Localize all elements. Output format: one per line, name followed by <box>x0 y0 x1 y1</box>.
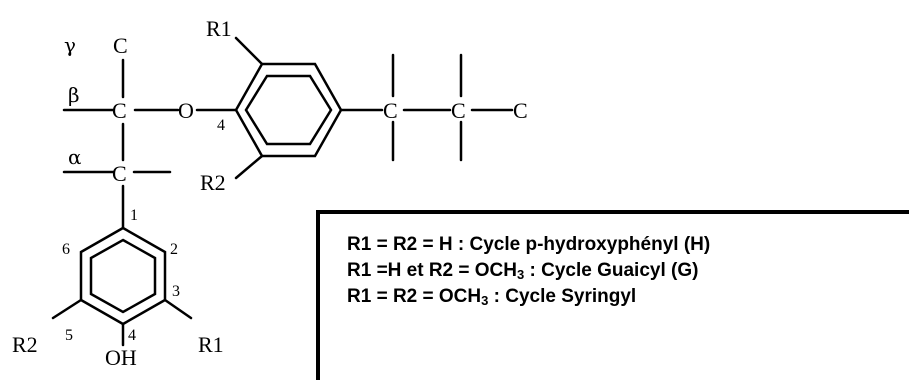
bottom-ring-inner <box>89 238 157 314</box>
pos-4-bottom-label: 4 <box>128 327 136 344</box>
r2-bottom-label: R2 <box>12 332 38 357</box>
pos-2-label: 2 <box>170 241 178 258</box>
legend-line-s-text-a: R1 = R2 = OCH <box>347 286 482 307</box>
legend-line-h: R1 = R2 = H : Cycle p-hydroxyphényl (H) <box>347 234 711 255</box>
legend-line-s: R1 = R2 = OCH3 : Cycle Syringyl <box>347 286 636 308</box>
legend-line-g-text-b: : Cycle Guaicyl (G) <box>524 260 699 281</box>
legend-line-g: R1 =H et R2 = OCH3 : Cycle Guaicyl (G) <box>347 260 698 282</box>
bond-r2-bottom <box>51 298 83 320</box>
r1-bottom-label: R1 <box>198 332 224 357</box>
legend-line-g-text-a: R1 =H et R2 = OCH <box>347 260 517 281</box>
legend-line-s-subscript: 3 <box>481 293 489 308</box>
alpha-label: α <box>68 145 82 169</box>
chain-c3-label: C <box>513 98 528 123</box>
pos-3-label: 3 <box>172 283 180 300</box>
pos-1-label: 1 <box>130 207 138 224</box>
bond-r2-top <box>234 154 264 180</box>
legend-box: R1 = R2 = H : Cycle p-hydroxyphényl (H) … <box>316 210 909 380</box>
pos-4-top-label: 4 <box>217 117 225 134</box>
legend-line-g-subscript: 3 <box>517 267 525 282</box>
chain-c2-label: C <box>451 98 466 123</box>
bond-r1-top <box>234 36 264 66</box>
gamma-label: γ <box>64 33 76 57</box>
top-ring <box>234 62 343 158</box>
bond-r1-bottom <box>163 298 193 320</box>
oxygen-label: O <box>178 98 194 123</box>
oh-label: OH <box>105 345 137 365</box>
top-ring-inner <box>244 74 333 146</box>
lignin-structure-diagram: γ C β C O 4 R1 R2 α C C C C 1 2 3 4 5 6 … <box>12 16 528 365</box>
bottom-ring <box>79 226 167 326</box>
r1-top-label: R1 <box>206 16 232 41</box>
pos-5-label: 5 <box>65 327 73 344</box>
c-alpha-label: C <box>112 161 127 186</box>
chain-c1-label: C <box>383 98 398 123</box>
legend-line-s-text-b: : Cycle Syringyl <box>488 286 637 307</box>
c-beta-label: C <box>112 98 127 123</box>
beta-label: β <box>68 83 80 107</box>
pos-6-label: 6 <box>62 241 70 258</box>
c-gamma-label: C <box>113 33 128 58</box>
r2-top-label: R2 <box>200 170 226 195</box>
